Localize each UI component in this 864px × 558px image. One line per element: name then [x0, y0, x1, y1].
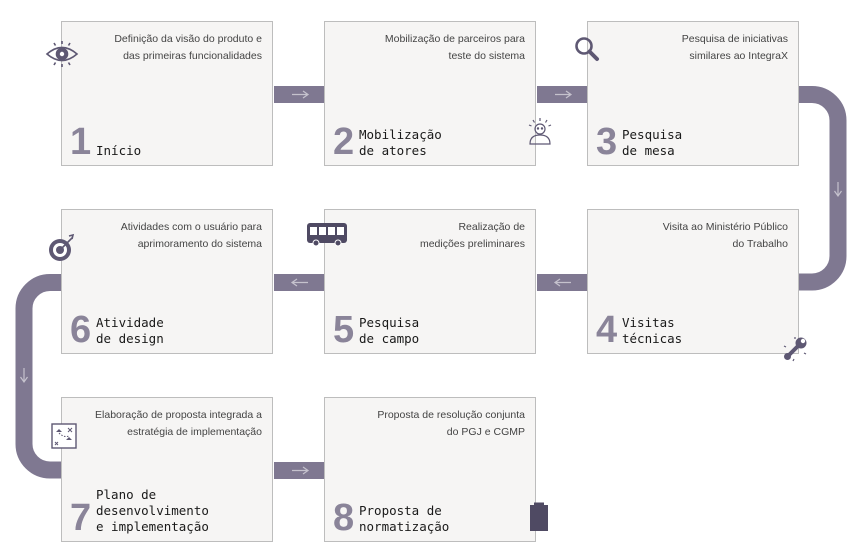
step-number: 2	[333, 121, 355, 163]
step-title: Atividade de design	[96, 315, 164, 346]
connector-arrow-right-icon	[292, 90, 310, 99]
eye-icon	[45, 41, 79, 67]
step-title: Plano de desenvolvimento e implementação	[96, 487, 209, 534]
step-card-6: Atividades com o usuário para aprimorame…	[49, 209, 273, 354]
step-description: Pesquisa de iniciativas similares ao Int…	[681, 33, 788, 62]
step-title: Pesquisa de mesa	[622, 127, 683, 158]
step-card-2: Mobilização de parceiros para teste do s…	[324, 21, 552, 166]
step-number: 4	[596, 309, 618, 351]
wrench-icon	[783, 337, 807, 362]
step-card-1: Definição da visão do produto e das prim…	[45, 21, 273, 166]
step-title: Visitas técnicas	[622, 315, 683, 346]
step-description: Definição da visão do produto e das prim…	[114, 33, 262, 62]
connector-arrow-left-icon	[553, 278, 571, 287]
step-description: Realização de medições preliminares	[419, 221, 525, 250]
bus-icon	[307, 223, 347, 247]
step-title: Proposta de normatização	[359, 503, 450, 534]
step-card-8: Proposta de resolução conjunta do PGJ e …	[324, 397, 548, 542]
connector-3-4	[798, 86, 847, 291]
plan-icon	[51, 423, 77, 449]
step-number: 1	[70, 121, 92, 163]
step-card-5: Realização de medições preliminares 5 Pe…	[307, 209, 536, 354]
step-card-3: Pesquisa de iniciativas similares ao Int…	[575, 21, 799, 166]
document-icon	[530, 502, 548, 531]
connector-arrow-down-icon	[20, 368, 28, 384]
step-description: Atividades com o usuário para aprimorame…	[120, 221, 262, 250]
step-number: 8	[333, 497, 355, 539]
step-card-7: Elaboração de proposta integrada a estra…	[51, 397, 273, 542]
person-icon	[528, 118, 552, 145]
step-number: 5	[333, 309, 355, 351]
step-description: Visita ao Ministério Público do Trabalho	[662, 221, 788, 250]
step-title: Pesquisa de campo	[359, 315, 420, 346]
step-number: 3	[596, 121, 618, 163]
step-title: Início	[96, 143, 142, 158]
connector-arrow-right-icon	[555, 90, 573, 99]
target-icon	[49, 233, 75, 261]
step-description: Elaboração de proposta integrada a estra…	[95, 409, 262, 438]
step-title: Mobilização de atores	[359, 127, 442, 158]
connector-arrow-right-icon	[292, 466, 310, 475]
step-number: 7	[70, 497, 92, 539]
connector-arrow-down-icon	[834, 182, 842, 198]
step-description: Mobilização de parceiros para teste do s…	[384, 33, 525, 62]
magnifier-icon	[575, 37, 599, 61]
step-number: 6	[70, 309, 92, 351]
connector-arrow-left-icon	[290, 278, 308, 287]
step-card-4: Visita ao Ministério Público do Trabalho…	[587, 209, 807, 362]
step-description: Proposta de resolução conjunta do PGJ e …	[377, 409, 525, 438]
